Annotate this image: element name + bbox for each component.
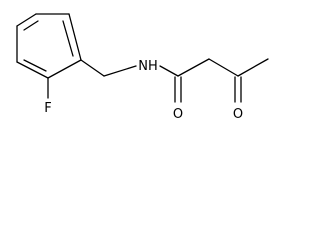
nitrogen-label: NH xyxy=(138,59,158,74)
ring-bond xyxy=(16,13,37,27)
amide-oxygen-label: O xyxy=(173,107,183,122)
ring-double-bond-inner xyxy=(23,20,39,31)
nitrogen-carbonyl-bond xyxy=(159,65,179,77)
ring-double-bond-inner xyxy=(62,20,74,57)
molecule-structure-diagram: F NH O O xyxy=(16,13,269,122)
ring-double-bond-inner xyxy=(23,59,47,72)
ring-bond xyxy=(47,59,82,79)
ring-bond xyxy=(16,61,49,79)
ring-ch2-bond xyxy=(80,59,105,77)
benzene-ring xyxy=(16,13,82,79)
ch2-nitrogen-bond xyxy=(103,65,137,77)
fluorine-label: F xyxy=(44,101,51,116)
ketone-methyl-bond xyxy=(237,58,269,77)
carbonyl-ch2-bond xyxy=(177,58,210,77)
ch2-ketone-bond xyxy=(208,58,239,77)
ring-bond xyxy=(68,13,82,61)
ketone-oxygen-label: O xyxy=(233,107,243,122)
